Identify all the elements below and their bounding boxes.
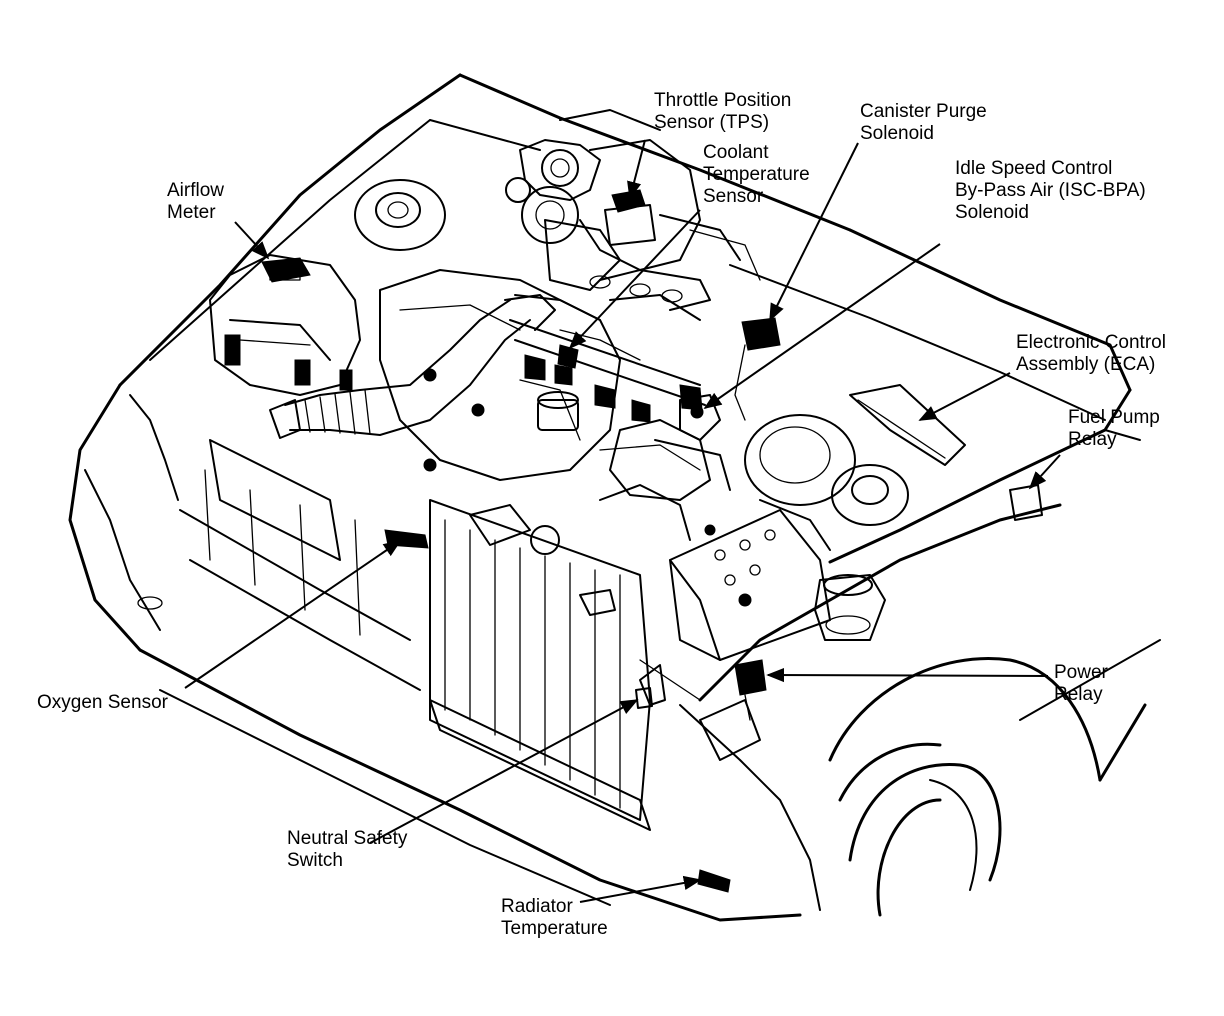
battery bbox=[669, 509, 831, 661]
label-line: Idle Speed Control bbox=[955, 158, 1113, 179]
label-oxygen-sensor: Oxygen Sensor bbox=[37, 692, 168, 714]
car-body bbox=[68, 73, 1161, 922]
label-line: Temperature bbox=[703, 164, 810, 185]
label-canister-purge-solenoid: Canister Purge Solenoid bbox=[860, 101, 987, 145]
label-throttle-position-sensor: Throttle Position Sensor (TPS) bbox=[654, 90, 791, 134]
label-line: Relay bbox=[1054, 684, 1103, 705]
fuel-rail-injectors bbox=[509, 294, 706, 423]
label-line: Solenoid bbox=[860, 123, 934, 144]
label-line: By-Pass Air (ISC-BPA) bbox=[955, 180, 1146, 201]
engine-block bbox=[379, 269, 701, 831]
brake-booster bbox=[609, 384, 886, 641]
strut-towers bbox=[354, 179, 909, 526]
leader-lines bbox=[184, 139, 1061, 903]
label-fuel-pump-relay: Fuel Pump Relay bbox=[1068, 407, 1160, 451]
label-airflow-meter: Airflow Meter bbox=[167, 180, 224, 224]
label-isc-bpa-solenoid: Idle Speed Control By-Pass Air (ISC-BPA)… bbox=[955, 158, 1146, 224]
label-line: Neutral Safety bbox=[287, 828, 408, 849]
components bbox=[384, 317, 1043, 893]
label-line: Sensor bbox=[703, 186, 764, 207]
label-line: Airflow bbox=[167, 180, 225, 201]
label-line: Temperature bbox=[501, 918, 608, 939]
label-line: Relay bbox=[1068, 429, 1117, 450]
label-line: Assembly (ECA) bbox=[1016, 354, 1156, 375]
label-line: Solenoid bbox=[955, 202, 1029, 223]
label-power-relay: Power Relay bbox=[1054, 662, 1108, 706]
label-line: Switch bbox=[287, 850, 343, 871]
label-line: Coolant bbox=[703, 142, 769, 163]
label-line: Power bbox=[1054, 662, 1108, 683]
label-line: Sensor (TPS) bbox=[654, 112, 770, 133]
label-line: Fuel Pump bbox=[1068, 407, 1160, 428]
label-line: Canister Purge bbox=[860, 101, 987, 122]
label-line: Electronic Control bbox=[1016, 332, 1166, 353]
label-eca: Electronic Control Assembly (ECA) bbox=[1016, 332, 1166, 376]
label-line: Oxygen Sensor bbox=[37, 692, 168, 713]
label-neutral-safety-switch: Neutral Safety Switch bbox=[287, 828, 407, 872]
label-radiator-temperature: Radiator Temperature bbox=[501, 896, 608, 940]
airflow-meter-assembly bbox=[209, 254, 556, 439]
label-line: Radiator bbox=[501, 896, 573, 917]
label-line: Throttle Position bbox=[654, 90, 792, 111]
label-coolant-temperature-sensor: Coolant Temperature Sensor bbox=[703, 142, 810, 208]
label-line: Meter bbox=[167, 202, 216, 223]
